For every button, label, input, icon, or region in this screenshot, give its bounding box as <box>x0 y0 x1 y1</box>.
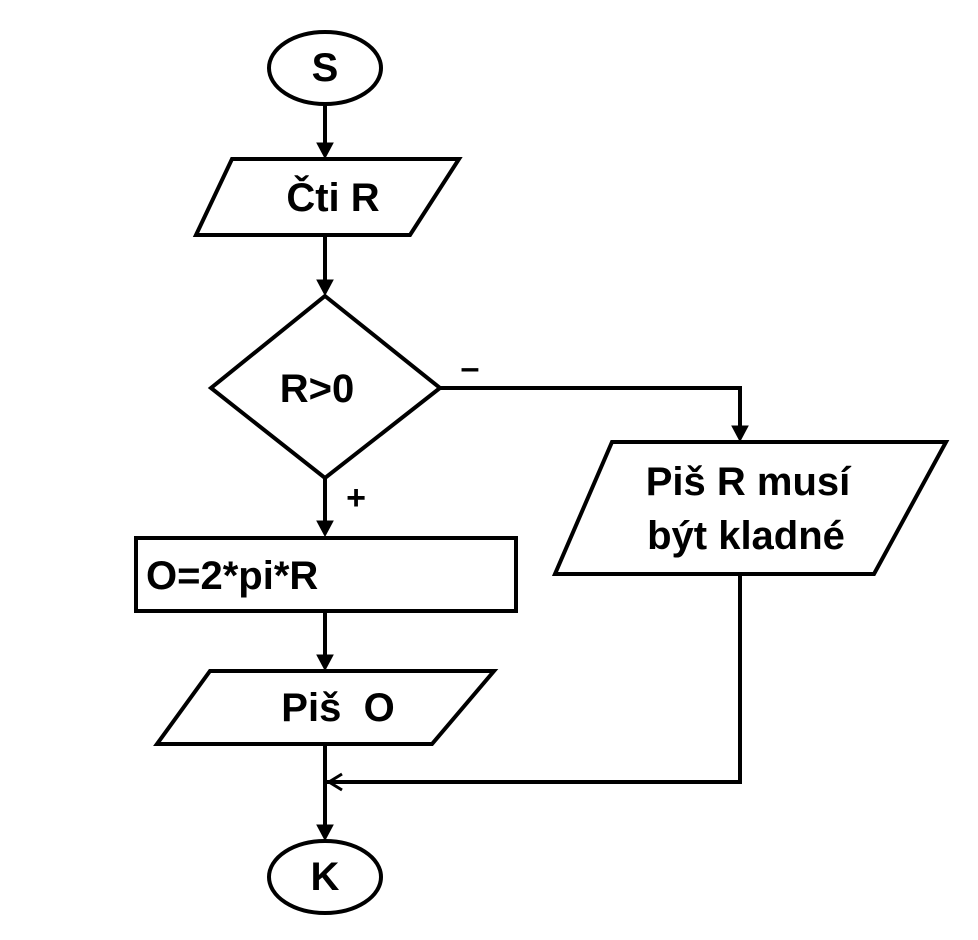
connector-decision-no-branch <box>440 386 742 438</box>
decision-diamond <box>207 293 444 481</box>
output-result-label: Piš O <box>281 686 394 730</box>
end-ellipse <box>267 839 383 915</box>
end-node: K <box>267 839 383 915</box>
start-node: S <box>267 30 383 106</box>
decision-no-label: – <box>461 349 480 387</box>
output-error-node: Piš R musí být kladné <box>551 440 950 576</box>
output-result-node: Piš O <box>153 669 499 746</box>
output-error-parallelogram <box>551 440 950 576</box>
decision-yes-label: + <box>346 479 366 517</box>
arrowhead-to-output <box>316 654 334 672</box>
arrowhead-to-error-output <box>731 425 749 443</box>
input-node: Čti R <box>192 157 463 237</box>
arrowhead-to-decision <box>316 279 334 297</box>
end-label: K <box>311 855 340 899</box>
output-result-parallelogram <box>153 669 499 746</box>
input-parallelogram <box>192 157 463 237</box>
arrowhead-merge <box>326 772 343 792</box>
start-label: S <box>312 46 339 90</box>
connectors <box>323 105 742 837</box>
process-rectangle <box>134 536 518 613</box>
output-error-line1: Piš R musí <box>646 460 852 504</box>
process-label: O=2*pi*R <box>146 554 318 598</box>
arrowhead-to-input <box>316 142 334 160</box>
decision-label: R>0 <box>280 367 355 411</box>
start-ellipse <box>267 30 383 106</box>
arrowhead-to-end <box>316 824 334 842</box>
connector-error-return <box>327 576 742 784</box>
input-label: Čti R <box>286 174 379 220</box>
process-node: O=2*pi*R <box>134 536 518 613</box>
output-error-line2: být kladné <box>647 514 845 558</box>
decision-node: R>0 – + <box>207 293 480 517</box>
arrowheads <box>316 142 749 842</box>
arrowhead-to-process <box>316 520 334 538</box>
